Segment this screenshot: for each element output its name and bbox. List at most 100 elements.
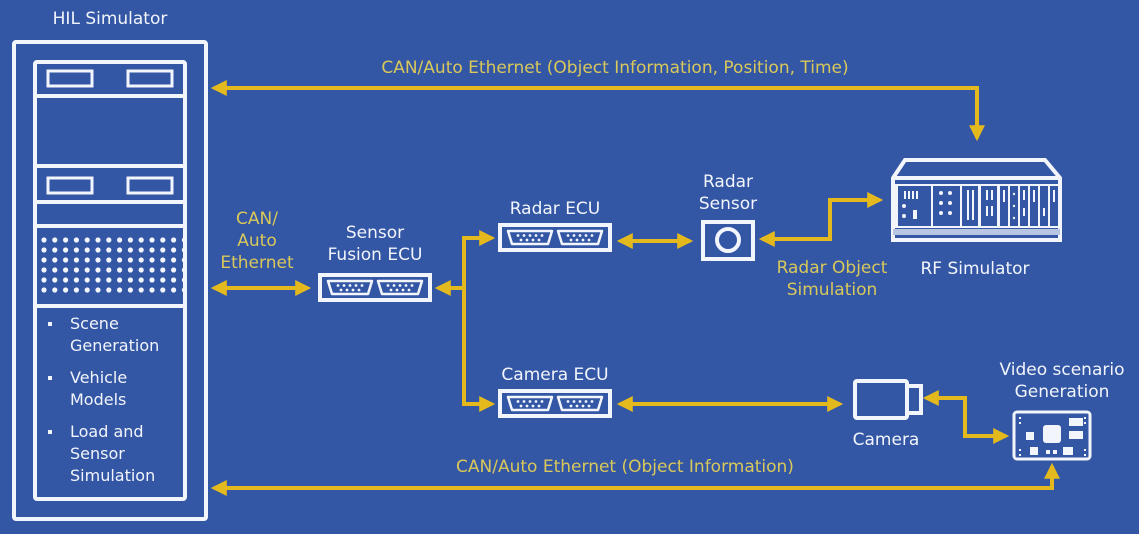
feature-line: Models [70, 390, 127, 409]
io-dot [73, 257, 79, 263]
label-line: Simulation [786, 280, 878, 300]
io-dot [138, 287, 144, 293]
label-line: CAN/ [236, 209, 278, 229]
io-dot [138, 237, 144, 243]
bullet-icon [48, 376, 52, 380]
io-dot [127, 287, 133, 293]
radar-object-simulation-label: Radar Object Simulation [762, 257, 902, 301]
io-dot [117, 277, 123, 283]
radar-sensor-icon[interactable] [701, 220, 755, 261]
rf-simulator-label: RF Simulator [920, 259, 1030, 279]
io-dot [63, 287, 69, 293]
io-dot [149, 257, 155, 263]
sensor-fusion-ecu-icon[interactable] [318, 273, 432, 302]
camera-ecu-icon[interactable] [498, 389, 612, 418]
io-dot [171, 287, 177, 293]
io-dot [95, 287, 101, 293]
hil-feature-item: Load and Sensor Simulation [48, 421, 155, 487]
io-dot [117, 287, 123, 293]
label-line: Radar Object [776, 258, 888, 278]
io-dot [63, 267, 69, 273]
hil-simulator-rack-icon[interactable] [12, 40, 208, 521]
io-dot [171, 247, 177, 253]
io-dot [138, 257, 144, 263]
radar-sensor-label: Radar Sensor [678, 171, 778, 215]
radar-ecu-icon[interactable] [498, 223, 612, 252]
io-dot [149, 237, 155, 243]
hil-feature-item: Vehicle Models [48, 367, 128, 411]
io-dot [181, 287, 187, 293]
serial-port-icon [506, 229, 554, 246]
io-dot [41, 267, 47, 273]
io-dot [127, 257, 133, 263]
io-dot [41, 237, 47, 243]
feature-line: Vehicle [70, 368, 128, 387]
io-dot [84, 267, 90, 273]
hil-feature-item: Scene Generation [48, 313, 159, 357]
connectors [210, 80, 1060, 496]
rf-simulator-icon[interactable] [891, 158, 1062, 242]
io-dot [95, 267, 101, 273]
io-dot [84, 277, 90, 283]
video-generation-board-icon[interactable] [1012, 410, 1092, 461]
io-dot [73, 267, 79, 273]
io-dot [106, 257, 112, 263]
label-line: Fusion ECU [327, 245, 423, 265]
camera-icon[interactable] [853, 379, 923, 420]
label-line: Auto [237, 231, 277, 251]
io-dot [181, 237, 187, 243]
io-dot [149, 247, 155, 253]
io-dot [84, 247, 90, 253]
io-dot [106, 237, 112, 243]
bullet-icon [48, 322, 52, 326]
io-dot [95, 257, 101, 263]
bullet-icon [48, 430, 52, 434]
io-dot [41, 287, 47, 293]
io-dot [138, 267, 144, 273]
label-line: Sensor [345, 223, 405, 243]
io-dot [106, 267, 112, 273]
fusion-radar-ecu-connector [462, 230, 496, 404]
io-dot [127, 237, 133, 243]
io-dot [95, 277, 101, 283]
top-bus-connector [210, 80, 985, 142]
io-dot [106, 247, 112, 253]
serial-port-icon [556, 395, 604, 412]
bottom-bus-connector [210, 462, 1060, 496]
hil-io-dot-grid-icon [41, 237, 187, 293]
serial-port-icon [376, 279, 424, 296]
io-dot [138, 247, 144, 253]
io-dot [181, 277, 187, 283]
io-dot [52, 277, 58, 283]
io-dot [160, 247, 166, 253]
serial-port-icon [506, 395, 554, 412]
feature-line: Sensor [70, 444, 125, 463]
hil-simulator-title: HIL Simulator [52, 9, 168, 29]
label-line: Radar [702, 172, 754, 192]
io-dot [149, 267, 155, 273]
label-line: Sensor [698, 194, 758, 214]
io-dot [52, 247, 58, 253]
io-dot [52, 257, 58, 263]
io-dot [106, 277, 112, 283]
io-dot [117, 247, 123, 253]
io-dot [63, 237, 69, 243]
io-dot [127, 267, 133, 273]
io-dot [117, 257, 123, 263]
label-line: Ethernet [220, 253, 294, 273]
feature-line: Load and [70, 422, 144, 441]
io-dot [84, 237, 90, 243]
io-dot [181, 267, 187, 273]
fusion-camera-ecu-connector [462, 300, 496, 412]
io-dot [149, 287, 155, 293]
io-dot [73, 247, 79, 253]
io-dot [63, 257, 69, 263]
io-dot [117, 237, 123, 243]
io-dot [149, 277, 155, 283]
hil-fusion-label: CAN/ Auto Ethernet [207, 208, 307, 274]
label-line: Generation [1014, 382, 1110, 402]
io-dot [63, 247, 69, 253]
feature-line: Scene [70, 314, 119, 333]
io-dot [52, 267, 58, 273]
